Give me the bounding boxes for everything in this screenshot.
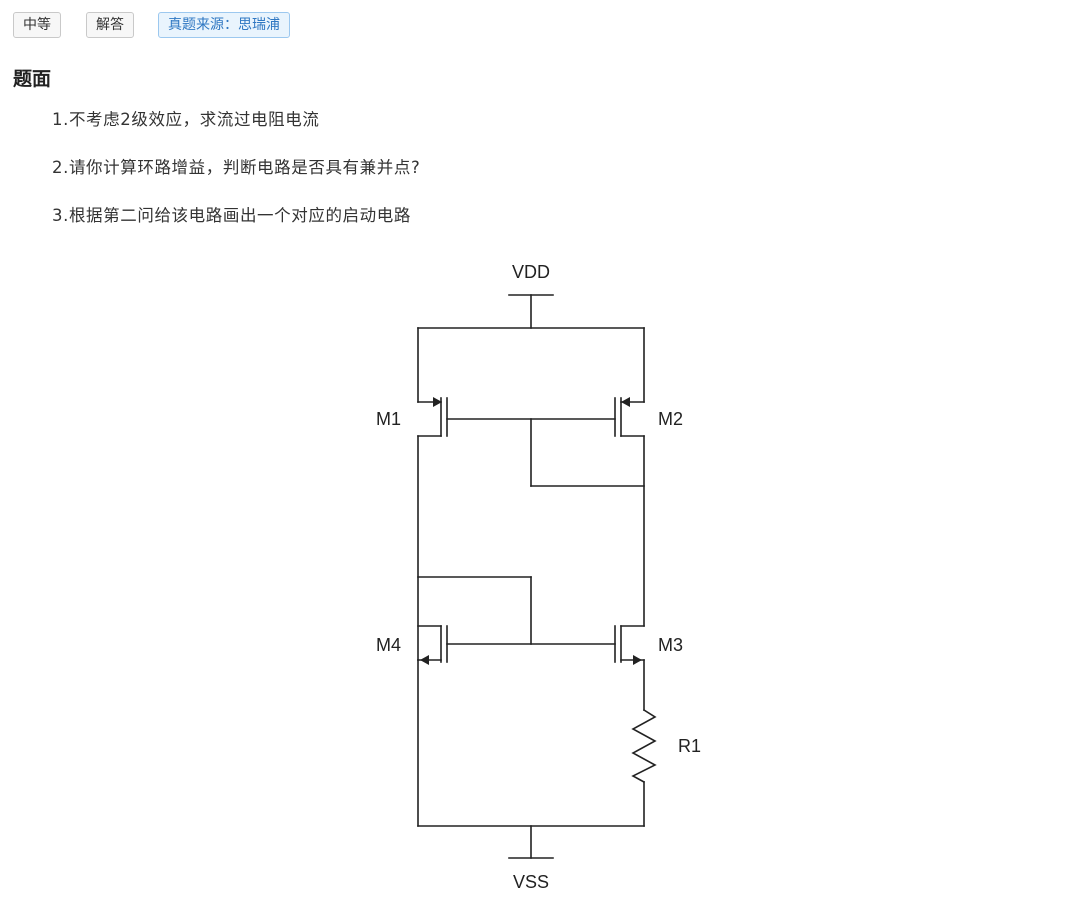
transistor-m2 [614,397,645,437]
vss-symbol [508,825,554,859]
transistor-m3 [614,625,645,665]
question-2: 2.请你计算环路增益，判断电路是否具有兼并点? [52,158,421,177]
m2-label: M2 [658,409,683,429]
section-title: 题面 [13,68,52,90]
vdd-label: VDD [512,262,550,282]
question-3: 3.根据第二问给该电路画出一个对应的启动电路 [52,206,411,225]
m3-label: M3 [658,635,683,655]
difficulty-tag[interactable]: 中等 [13,12,61,38]
transistor-m4 [417,625,448,665]
m4-label: M4 [376,635,401,655]
question-1: 1.不考虑2级效应，求流过电阻电流 [52,110,320,129]
m1-label: M1 [376,409,401,429]
vss-label: VSS [513,872,549,892]
r1-label: R1 [678,736,701,756]
transistor-m1 [417,397,448,437]
source-tag[interactable]: 真题来源：思瑞浦 [158,12,290,38]
answer-button[interactable]: 解答 [86,12,134,38]
vdd-symbol [508,294,554,329]
resistor-r1 [631,708,657,784]
